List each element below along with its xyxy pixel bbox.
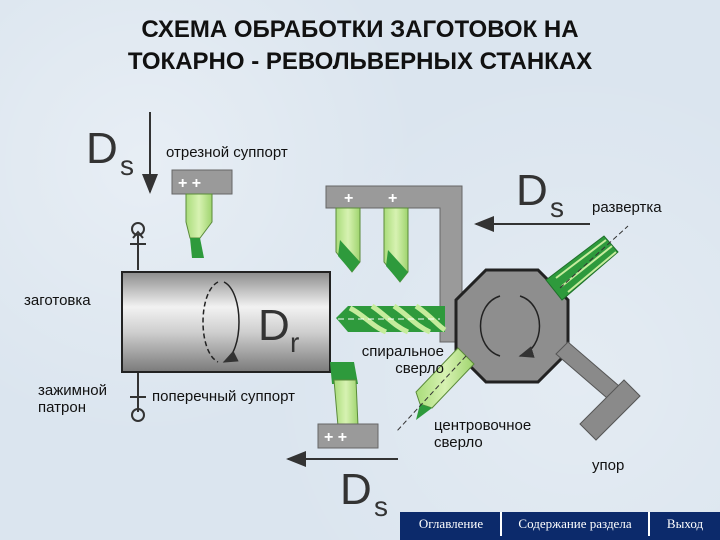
turret-bracket-upper: + +: [325, 185, 463, 343]
label-chuck: зажимной патрон: [38, 382, 107, 416]
workpiece: D r: [121, 271, 331, 373]
label-cross-support: поперечный суппорт: [152, 388, 296, 405]
svg-text:+: +: [344, 190, 353, 207]
feed-ds-top: D s: [86, 112, 158, 194]
label-cutoff-support: отрезной суппорт: [166, 144, 288, 161]
feed-ds-right: D s: [474, 166, 590, 232]
label-twist-drill: спиральное сверло: [344, 343, 444, 377]
ds-bottom-main: D: [340, 465, 372, 514]
svg-text:+: +: [388, 190, 397, 207]
nav-exit-button[interactable]: Выход: [648, 512, 720, 536]
ds-top-main: D: [86, 124, 118, 173]
label-stop: упор: [592, 457, 625, 474]
label-chuck-2: патрон: [38, 399, 86, 416]
center-drill: [395, 347, 475, 433]
cutoff-plus: + +: [178, 175, 201, 192]
position-marker-top: [130, 222, 146, 270]
ds-right-main: D: [516, 166, 548, 215]
ds-bottom-sub: s: [374, 491, 388, 522]
twist-drill: [336, 303, 447, 335]
page-title: СХЕМА ОБРАБОТКИ ЗАГОТОВОК НА ТОКАРНО - Р…: [0, 14, 720, 78]
ds-right-sub: s: [550, 192, 564, 223]
cross-support: + +: [317, 362, 379, 449]
title-line-2: ТОКАРНО - РЕВОЛЬВЕРНЫХ СТАНКАХ: [127, 48, 593, 75]
label-center-drill: центровочное сверло: [434, 417, 531, 451]
stop-tool: [555, 341, 641, 441]
reamer-tool: [545, 225, 629, 301]
position-marker-bottom: [130, 372, 146, 422]
feed-ds-bottom: D s: [286, 451, 398, 522]
label-center-drill-2: сверло: [434, 434, 483, 451]
cutoff-support: + +: [171, 169, 233, 258]
label-chuck-1: зажимной: [38, 382, 107, 399]
cross-plus: + +: [324, 429, 347, 446]
nav-toc-button[interactable]: Оглавление: [404, 512, 498, 536]
label-workpiece: заготовка: [24, 292, 91, 309]
dr-sub: r: [290, 327, 299, 358]
label-center-drill-1: центровочное: [434, 417, 532, 434]
dr-main: D: [258, 301, 290, 350]
nav-section-button[interactable]: Содержание раздела: [500, 512, 648, 536]
label-reamer: развертка: [592, 199, 662, 216]
label-twist-drill-2: сверло: [395, 360, 444, 377]
ds-top-sub: s: [120, 150, 134, 181]
label-twist-drill-1: спиральное: [361, 343, 444, 360]
title-line-1: СХЕМА ОБРАБОТКИ ЗАГОТОВОК НА: [141, 16, 579, 43]
